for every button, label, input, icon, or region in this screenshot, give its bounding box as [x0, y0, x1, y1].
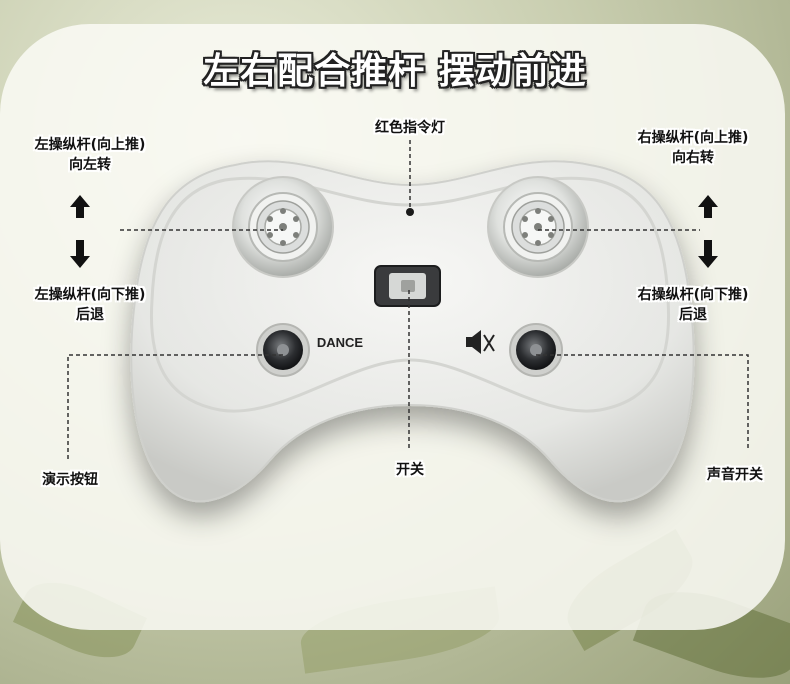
leader-demo-button — [67, 354, 283, 462]
leader-lines — [67, 140, 749, 462]
label-right-stick-up: 右操纵杆(向上推) 向右转 — [637, 130, 749, 166]
label-left-stick-down: 左操纵杆(向下推) 后退 — [34, 287, 146, 323]
label-red-light: 红色指令灯 — [375, 120, 445, 136]
label-demo-button: 演示按钮 — [42, 472, 98, 488]
label-left-stick-up: 左操纵杆(向上推) 向左转 — [34, 137, 146, 173]
leader-sound-switch — [536, 354, 749, 450]
arrow-down-icon — [70, 240, 90, 268]
red-indicator-light — [406, 208, 414, 216]
left-joystick[interactable] — [232, 176, 334, 278]
arrow-up-icon — [698, 195, 718, 218]
arrow-up-icon — [70, 195, 90, 218]
power-switch[interactable] — [374, 265, 441, 307]
label-sound-switch: 声音开关 — [707, 467, 763, 483]
label-right-stick-down: 右操纵杆(向下推) 后退 — [637, 287, 749, 323]
demo-button[interactable] — [256, 323, 310, 377]
sound-button[interactable] — [509, 323, 563, 377]
speaker-mute-icon — [466, 330, 495, 354]
label-power-switch: 开关 — [396, 462, 424, 478]
arrow-down-icon — [698, 240, 718, 268]
dance-label: DANCE — [317, 335, 364, 350]
page-title: 左右配合推杆 摆动前进 — [203, 51, 587, 92]
face-plate — [149, 176, 671, 413]
right-joystick[interactable] — [487, 176, 589, 278]
